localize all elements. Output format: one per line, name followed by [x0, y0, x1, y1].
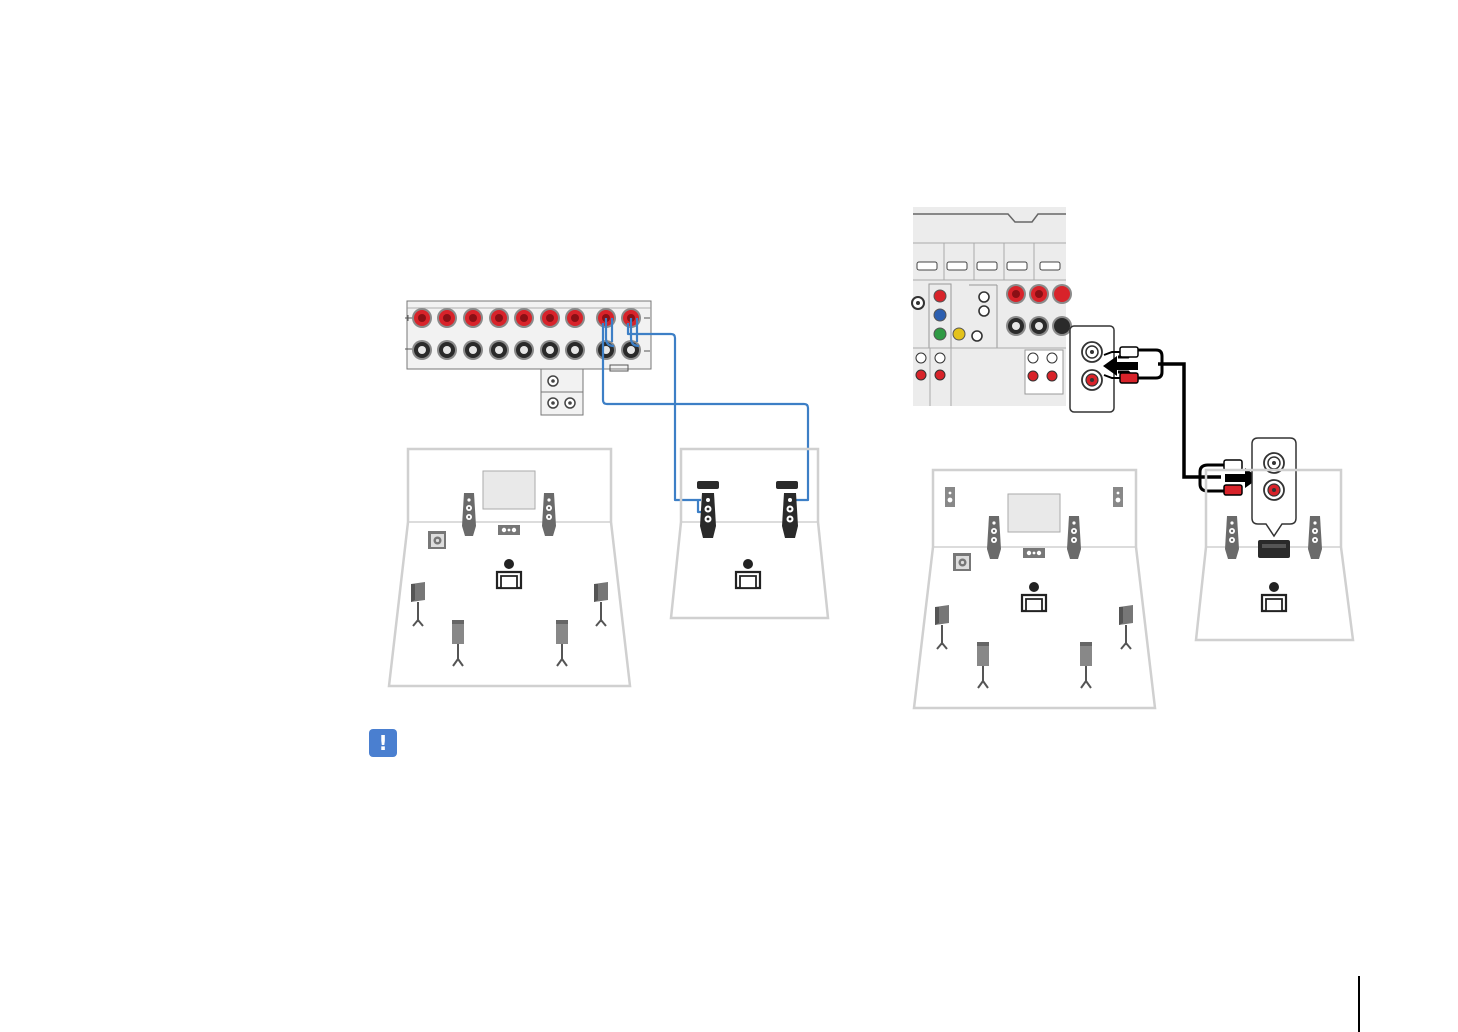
surround-right-speaker	[594, 582, 608, 626]
right-figure	[912, 207, 1353, 708]
surround-left-speaker	[935, 605, 949, 649]
external-amplifier	[1258, 540, 1290, 558]
front-presence-right-speaker	[1113, 487, 1123, 507]
rca-cable	[1103, 347, 1259, 495]
zone2-listener	[736, 559, 760, 588]
front-right-speaker	[1067, 516, 1081, 559]
left-figure	[389, 301, 828, 686]
subwoofer	[953, 553, 971, 571]
subwoofer	[428, 531, 446, 549]
surround-back-left-speaker	[452, 620, 464, 666]
zone2-right-speaker	[1308, 516, 1322, 559]
front-right-speaker	[542, 493, 556, 536]
surround-back-left-speaker	[977, 642, 989, 688]
surround-left-speaker	[411, 582, 425, 626]
front-left-speaker	[987, 516, 1001, 559]
zone2-left-speaker	[700, 493, 716, 538]
page-edge-rule	[1358, 976, 1360, 1032]
front-presence-left-speaker	[945, 487, 955, 507]
speaker-terminal-panel	[405, 301, 651, 415]
surround-back-right-speaker	[1080, 642, 1092, 688]
main-zone-room	[389, 449, 630, 686]
listener	[1022, 582, 1046, 611]
tv-screen	[483, 471, 535, 509]
main-zone-room-right	[914, 470, 1155, 708]
exclamation-note-icon: !	[369, 729, 397, 757]
zone2-listener	[1262, 582, 1286, 611]
surround-back-right-speaker	[556, 620, 568, 666]
zone2-room	[671, 449, 828, 618]
zone2-right-speaker	[782, 493, 798, 538]
surround-right-speaker	[1119, 605, 1133, 649]
center-speaker	[1023, 548, 1045, 558]
zone2-left-speaker	[1225, 516, 1239, 559]
center-speaker	[498, 525, 520, 535]
listener	[497, 559, 521, 588]
front-left-speaker	[462, 493, 476, 536]
amplifier-input-callout	[1252, 438, 1296, 536]
receiver-rear-panel	[912, 207, 1072, 406]
tv-screen	[1008, 494, 1060, 532]
